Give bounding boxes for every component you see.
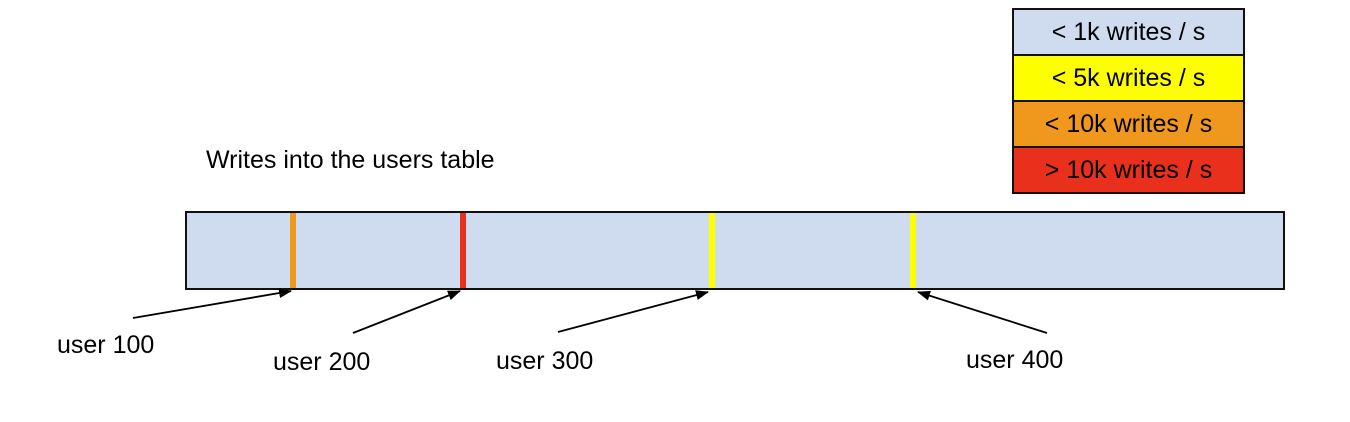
legend-item-label: > 10k writes / s bbox=[1044, 155, 1213, 184]
callout-label-user-200: user 200 bbox=[273, 348, 371, 376]
hotspot-stripe-user-400 bbox=[910, 213, 916, 288]
legend-item-10k-writes-s: < 10k writes / s bbox=[1014, 102, 1243, 148]
callout-label-user-400: user 400 bbox=[966, 346, 1064, 374]
callout-arrow-user-400 bbox=[917, 290, 1048, 334]
hotspot-stripe-user-100 bbox=[290, 213, 296, 288]
legend-item-1k-writes-s: < 1k writes / s bbox=[1014, 10, 1243, 56]
legend-item-label: < 10k writes / s bbox=[1044, 109, 1213, 138]
legend: < 1k writes / s < 5k writes / s < 10k writ… bbox=[1012, 8, 1245, 194]
legend-item-10k-writes-s: > 10k writes / s bbox=[1014, 148, 1243, 192]
callout-label-user-300: user 300 bbox=[496, 347, 594, 375]
legend-item-label: < 1k writes / s bbox=[1051, 17, 1206, 46]
callout-arrow-user-300 bbox=[557, 290, 709, 333]
diagram-title: Writes into the users table bbox=[206, 146, 495, 174]
legend-item-label: < 5k writes / s bbox=[1051, 63, 1206, 92]
callout-label-user-100: user 100 bbox=[57, 331, 155, 359]
callout-arrow-user-200 bbox=[352, 290, 461, 334]
callout-arrow-user-100 bbox=[132, 288, 292, 319]
users-table-bar bbox=[185, 211, 1285, 290]
hotspot-stripe-user-300 bbox=[709, 213, 715, 288]
hotspot-stripe-user-200 bbox=[460, 213, 466, 288]
legend-item-5k-writes-s: < 5k writes / s bbox=[1014, 56, 1243, 102]
